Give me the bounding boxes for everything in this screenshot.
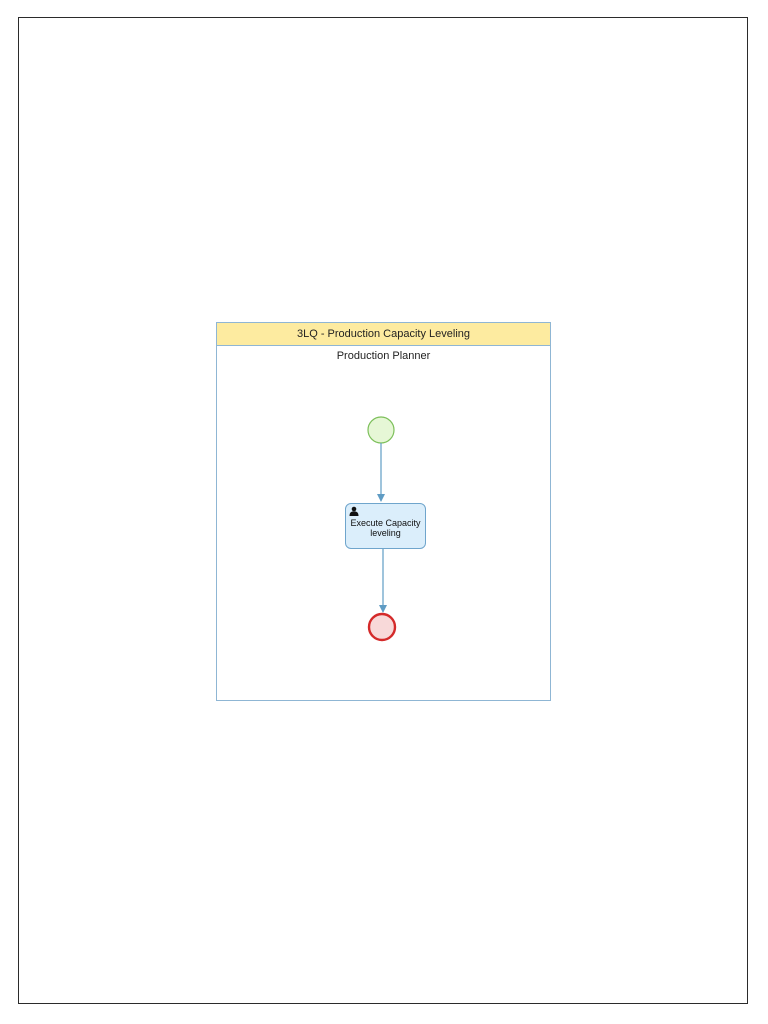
task-label: Execute Capacity leveling bbox=[350, 518, 421, 538]
user-icon bbox=[349, 506, 359, 516]
pool-header[interactable]: 3LQ - Production Capacity Leveling bbox=[217, 323, 550, 346]
task-execute-capacity-leveling[interactable]: Execute Capacity leveling bbox=[345, 503, 426, 549]
pool-title: 3LQ - Production Capacity Leveling bbox=[296, 328, 471, 340]
lane-label: Production Planner bbox=[336, 350, 431, 362]
